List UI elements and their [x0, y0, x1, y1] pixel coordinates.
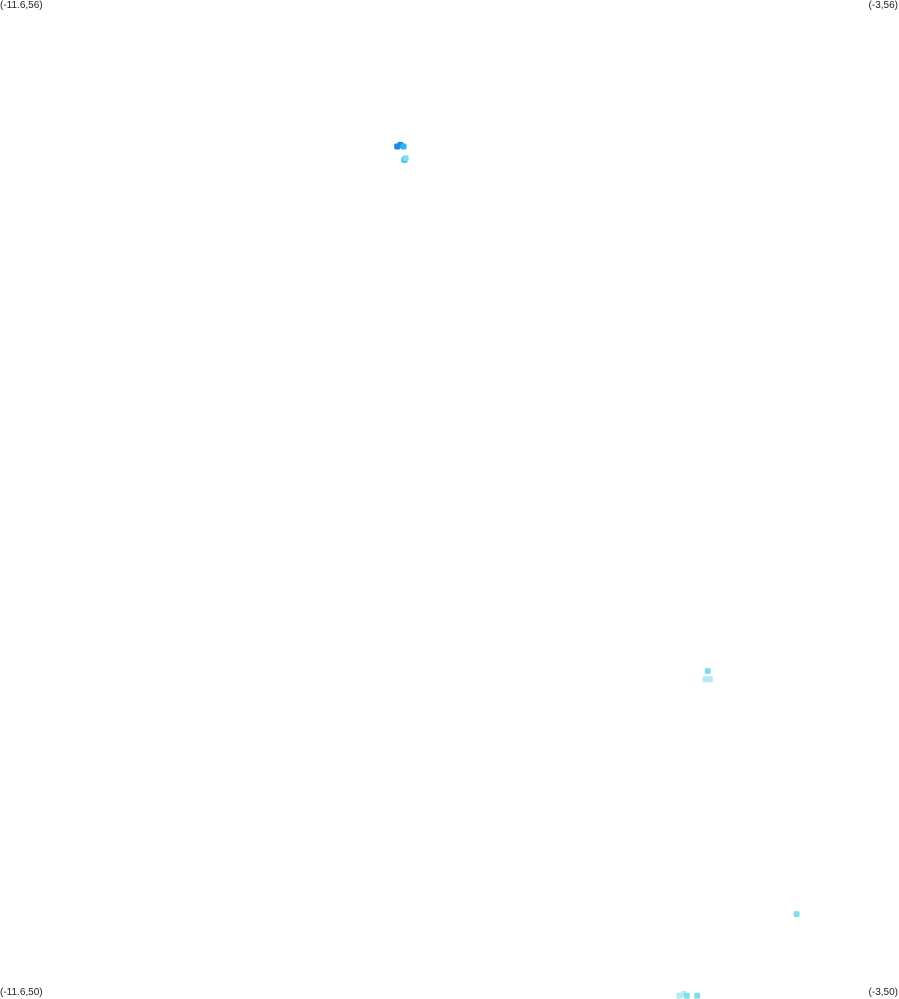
corner-coordinate-top-left: (-11.6,56) — [0, 0, 43, 11]
data-cell-2 — [400, 143, 407, 150]
data-cell-10 — [683, 992, 690, 999]
data-cell-8 — [793, 911, 800, 918]
data-cell-12 — [676, 992, 683, 999]
data-cell-7 — [706, 676, 713, 683]
data-cell-11 — [694, 992, 701, 999]
corner-coordinate-top-right: (-3,56) — [868, 0, 898, 11]
corner-coordinate-bottom-left: (-11.6,50) — [0, 987, 43, 998]
data-cell-4 — [402, 155, 409, 162]
corner-coordinate-bottom-right: (-3,50) — [868, 987, 898, 998]
data-cell-5 — [704, 668, 711, 674]
